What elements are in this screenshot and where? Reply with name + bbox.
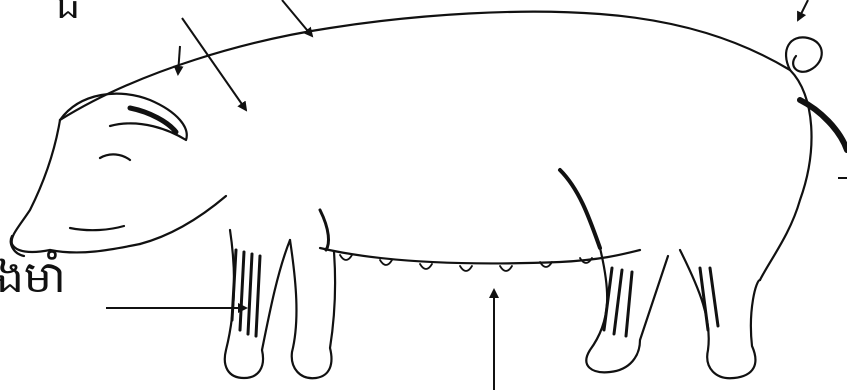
pig-head-outline xyxy=(12,120,60,252)
pig-belly xyxy=(320,248,640,263)
pig-tail xyxy=(786,37,822,71)
pig-ear xyxy=(60,94,187,140)
arrow-shoulder xyxy=(182,18,246,110)
pig-mouth xyxy=(70,226,124,230)
pig-back-outline xyxy=(60,12,790,120)
pig-hind-leg-near xyxy=(680,250,760,378)
arrow-back xyxy=(178,46,180,74)
pig-front-leg-far xyxy=(290,240,335,378)
pig-tail-tuft xyxy=(800,100,847,150)
pointer-arrows xyxy=(106,0,847,390)
pig-front-leg-shade xyxy=(232,250,260,336)
pig-jaw xyxy=(50,244,140,252)
pig-neck-fold xyxy=(140,196,226,244)
pig-eye xyxy=(100,154,130,160)
arrow-loin xyxy=(282,0,312,36)
pig-flank-shade xyxy=(560,170,600,248)
arrow-rump xyxy=(798,0,808,20)
pig-shoulder-shade xyxy=(320,210,328,250)
pig-body xyxy=(11,12,847,379)
